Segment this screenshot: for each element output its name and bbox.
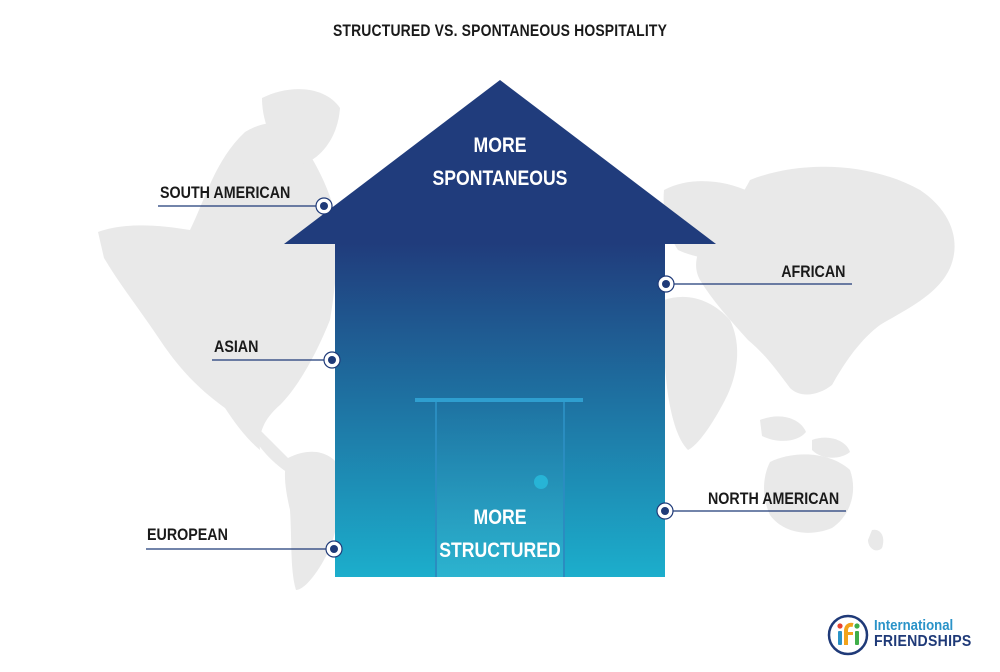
spontaneous-line-2: SPONTANEOUS [432,167,568,190]
dot-asian [323,351,341,369]
structured-line-1: MORE [473,506,527,529]
ifi-logo-icon [827,614,869,656]
logo-text-line-2: FRIENDSHIPS [874,633,972,650]
door-panel [435,402,565,577]
dot-north-american [656,502,674,520]
logo-text-line-1: International [874,617,954,634]
label-south-american: SOUTH AMERICAN [160,183,291,202]
spontaneous-line-1: MORE [473,134,527,157]
house-roof [284,80,716,244]
door-lintel [415,398,583,402]
international-friendships-logo: International FRIENDSHIPS [826,612,986,658]
label-asian: ASIAN [214,337,259,356]
label-european: EUROPEAN [147,525,228,544]
spontaneous-label: MORE SPONTANEOUS [416,129,584,195]
dot-south-american [315,197,333,215]
label-african: AFRICAN [780,262,845,281]
door-knob [534,475,548,489]
structured-label: MORE STRUCTURED [416,501,584,567]
dot-european [325,540,343,558]
page-title: STRUCTURED VS. SPONTANEOUS HOSPITALITY [332,21,668,40]
dot-african [657,275,675,293]
structured-line-2: STRUCTURED [439,539,561,562]
label-north-american: NORTH AMERICAN [707,489,839,508]
